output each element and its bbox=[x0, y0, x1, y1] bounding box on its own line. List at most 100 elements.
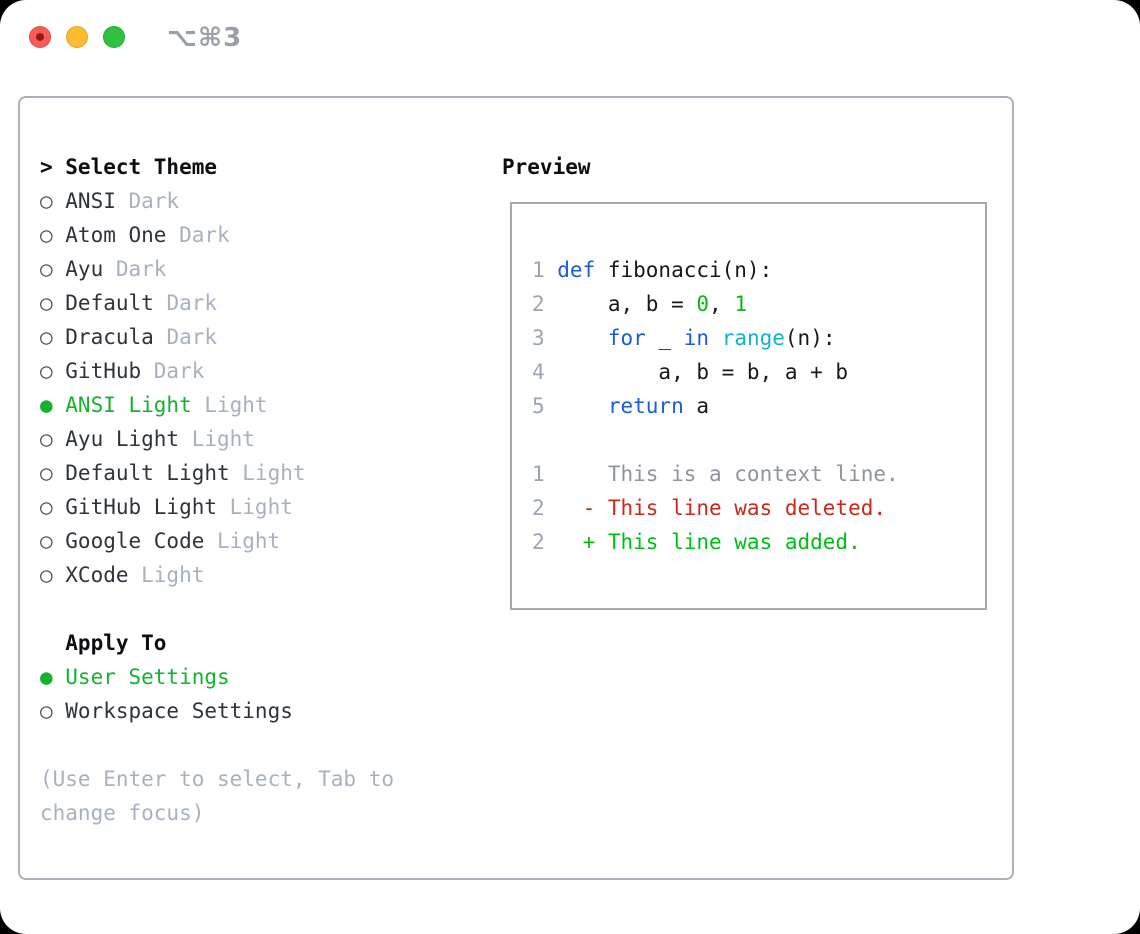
code-token-builtin: range bbox=[721, 326, 785, 350]
line-number: 2 bbox=[532, 496, 545, 520]
apply-to-heading: Apply To bbox=[40, 626, 480, 660]
code-line: 2 - This line was deleted. bbox=[532, 491, 899, 525]
theme-picker-column: >Select Theme ○ANSI Dark○Atom One Dark○A… bbox=[40, 150, 480, 830]
theme-list: ○ANSI Dark○Atom One Dark○Ayu Dark○Defaul… bbox=[40, 184, 480, 592]
code-line: 3 for _ in range(n): bbox=[532, 321, 899, 355]
theme-variant-tag: Dark bbox=[141, 359, 205, 383]
radio-unselected-icon: ○ bbox=[40, 699, 53, 723]
theme-variant-tag: Light bbox=[128, 563, 205, 587]
code-token-plain: _ bbox=[645, 326, 684, 350]
radio-unselected-icon: ○ bbox=[40, 529, 53, 553]
keyboard-hint: (Use Enter to select, Tab to change focu… bbox=[40, 767, 395, 825]
radio-unselected-icon: ○ bbox=[40, 257, 53, 281]
theme-variant-tag: Dark bbox=[103, 257, 167, 281]
theme-option-github[interactable]: ○ GitHub Dark bbox=[40, 354, 480, 388]
theme-option-default[interactable]: ○ Default Dark bbox=[40, 286, 480, 320]
focus-marker-icon: > bbox=[40, 155, 53, 179]
radio-unselected-icon: ○ bbox=[40, 291, 53, 315]
code-token-plain: (n): bbox=[784, 326, 836, 350]
code-line: 5 return a bbox=[532, 389, 899, 423]
radio-selected-icon: ● bbox=[40, 393, 53, 417]
radio-unselected-icon: ○ bbox=[40, 189, 53, 213]
theme-option-label: GitHub bbox=[65, 359, 142, 383]
radio-selected-icon: ● bbox=[40, 665, 53, 689]
code-token-plain: a, b = bbox=[557, 292, 697, 316]
line-number: 2 bbox=[532, 530, 545, 554]
theme-variant-tag: Light bbox=[229, 461, 306, 485]
line-number: 3 bbox=[532, 326, 545, 350]
theme-option-label: Atom One bbox=[65, 223, 167, 247]
theme-option-atom-one[interactable]: ○Atom One Dark bbox=[40, 218, 480, 252]
theme-option-label: XCode bbox=[65, 563, 129, 587]
theme-option-label: ANSI Light bbox=[65, 393, 192, 417]
theme-option-ansi[interactable]: ○ ANSI Dark bbox=[40, 184, 480, 218]
code-token-keyword: for bbox=[607, 326, 646, 350]
code-token-keyword: in bbox=[683, 326, 710, 350]
theme-variant-tag: Dark bbox=[153, 325, 218, 349]
code-token-plain: , bbox=[709, 292, 735, 316]
code-line: 1 This is a context line. bbox=[532, 457, 899, 491]
code-token-keyword: def bbox=[557, 258, 596, 282]
code-token-plain: a bbox=[683, 394, 710, 418]
theme-option-ansi-light[interactable]: ● ANSI Light Light bbox=[40, 388, 480, 422]
minimize-button-icon[interactable] bbox=[66, 26, 88, 48]
apply-to-title: Apply To bbox=[65, 631, 167, 655]
code-token-plain: fibonacci(n): bbox=[595, 258, 773, 282]
code-token-plain bbox=[709, 326, 722, 350]
line-number: 1 bbox=[532, 462, 545, 486]
theme-option-label: GitHub Light bbox=[65, 495, 217, 519]
code-token-context: This is a context line. bbox=[557, 462, 899, 486]
code-token-deleted: - This line was deleted. bbox=[557, 496, 887, 520]
select-theme-title: Select Theme bbox=[65, 155, 217, 179]
blank-line bbox=[532, 423, 899, 457]
theme-option-xcode[interactable]: ○ XCode Light bbox=[40, 558, 480, 592]
select-theme-heading: > Select Theme bbox=[40, 150, 480, 184]
code-token-added: + This line was added. bbox=[557, 530, 861, 554]
theme-option-ayu[interactable]: ○Ayu Dark bbox=[40, 252, 480, 286]
theme-option-github-light[interactable]: ○GitHub Light Light bbox=[40, 490, 480, 524]
apply-option-user-settings[interactable]: ● User Settings bbox=[40, 660, 480, 694]
theme-option-label: Google Code bbox=[65, 529, 205, 553]
radio-unselected-icon: ○ bbox=[40, 563, 53, 587]
theme-option-default-light[interactable]: ○ Default Light Light bbox=[40, 456, 480, 490]
window-shortcut-label: ⌥⌘3 bbox=[167, 23, 243, 53]
code-token-number: 1 bbox=[734, 292, 747, 316]
code-token-plain bbox=[557, 326, 608, 350]
preview-title: Preview bbox=[502, 155, 591, 179]
zoom-button-icon[interactable] bbox=[103, 26, 125, 48]
theme-variant-tag: Dark bbox=[115, 189, 180, 213]
theme-option-label: Default Light bbox=[65, 461, 230, 485]
code-token-keyword: return bbox=[607, 394, 684, 418]
theme-option-google-code[interactable]: ○Google Code Light bbox=[40, 524, 480, 558]
theme-variant-tag: Light bbox=[191, 393, 268, 417]
apply-option-label: User Settings bbox=[65, 665, 230, 689]
theme-option-label: Dracula bbox=[65, 325, 154, 349]
radio-unselected-icon: ○ bbox=[40, 359, 53, 383]
code-token-plain bbox=[557, 394, 608, 418]
code-line: 4 a, b = b, a + b bbox=[532, 355, 899, 389]
theme-picker-panel: >Select Theme ○ANSI Dark○Atom One Dark○A… bbox=[18, 96, 1014, 880]
line-number: 4 bbox=[532, 360, 545, 384]
apply-option-workspace-settings[interactable]: ○ Workspace Settings bbox=[40, 694, 480, 728]
close-button-icon[interactable] bbox=[29, 26, 51, 48]
theme-option-dracula[interactable]: ○Dracula Dark bbox=[40, 320, 480, 354]
code-line: 2 a, b = 0, 1 bbox=[532, 287, 899, 321]
radio-unselected-icon: ○ bbox=[40, 427, 53, 451]
theme-variant-tag: Light bbox=[179, 427, 255, 451]
titlebar: ⌥⌘3 bbox=[0, 0, 1140, 74]
radio-unselected-icon: ○ bbox=[40, 461, 53, 485]
theme-variant-tag: Dark bbox=[166, 223, 230, 247]
line-number: 2 bbox=[532, 292, 545, 316]
apply-option-label: Workspace Settings bbox=[65, 699, 293, 723]
line-number: 5 bbox=[532, 394, 545, 418]
code-token-plain: a, b = b, a + b bbox=[557, 360, 849, 384]
theme-variant-tag: Dark bbox=[153, 291, 218, 315]
theme-option-label: ANSI bbox=[65, 189, 116, 213]
theme-option-ayu-light[interactable]: ○Ayu Light Light bbox=[40, 422, 480, 456]
code-line: 2 + This line was added. bbox=[532, 525, 899, 559]
theme-option-label: Default bbox=[65, 291, 154, 315]
